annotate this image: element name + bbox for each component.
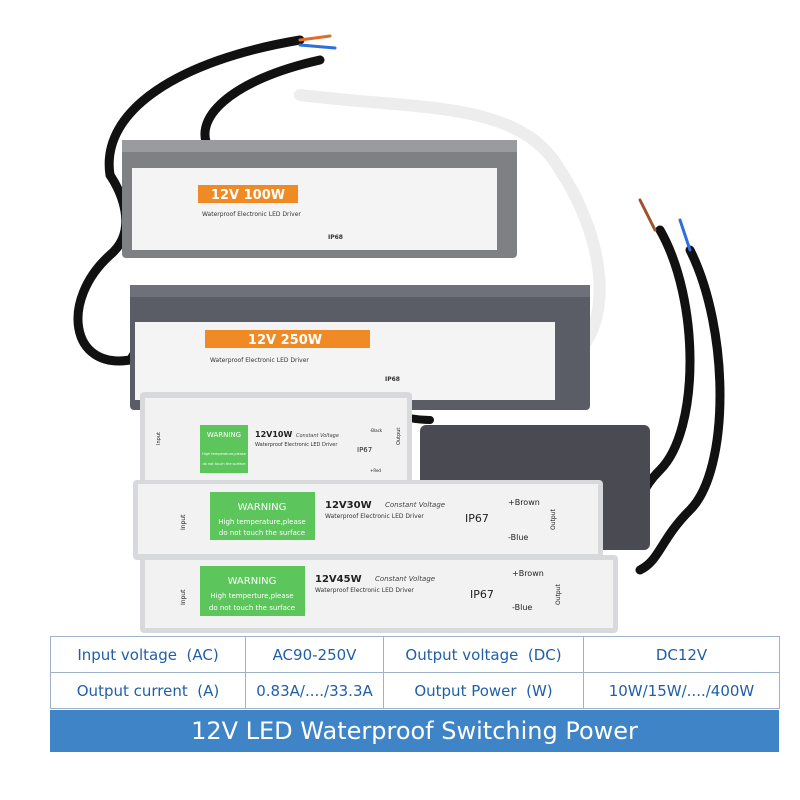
- driver-10w-warning: WARNING: [207, 431, 241, 439]
- driver-45w-subtitle: Waterproof Electronic LED Driver: [315, 587, 414, 594]
- driver-45w-warn2: do not touch the surface: [209, 604, 295, 612]
- driver-10w-input-label: Input: [156, 432, 162, 445]
- driver-45w-input-label: Input: [180, 589, 187, 605]
- driver-10w-output-label: Output: [396, 428, 402, 445]
- driver-10w-cert: IP67: [357, 446, 372, 454]
- driver-250w: 12V 250W Waterproof Electronic LED Drive…: [130, 285, 590, 410]
- driver-45w-warn1: High temperture,please: [210, 592, 293, 600]
- driver-10w: WARNING High temperature,please do not t…: [140, 392, 412, 487]
- table-row: Output current (A) 0.83A/..../33.3A Outp…: [50, 672, 780, 709]
- driver-30w-warn1: High temperature,please: [218, 518, 305, 526]
- driver-10w-warn1: High temperature,please: [202, 452, 246, 456]
- driver-10w-script: Constant Voltage: [296, 433, 339, 439]
- driver-30w-subtitle: Waterproof Electronic LED Driver: [325, 513, 424, 520]
- driver-10w-wire-neg: -Black: [370, 428, 383, 433]
- spec-label-output-voltage: Output voltage (DC): [383, 636, 584, 673]
- driver-45w: WARNING High temperture,please do not to…: [140, 555, 618, 633]
- spec-label-output-current: Output current (A): [50, 672, 246, 709]
- driver-45w-wire-neg: -Blue: [512, 603, 532, 612]
- driver-100w-title: 12V 100W: [211, 188, 285, 203]
- driver-30w-warn2: do not touch the surface: [219, 529, 305, 537]
- product-banner: 12V LED Waterproof Switching Power: [50, 710, 779, 752]
- driver-10w-subtitle: Waterproof Electronic LED Driver: [255, 442, 338, 448]
- driver-30w-output-label: Output: [550, 509, 557, 530]
- driver-100w-cert: IP68: [328, 234, 343, 241]
- driver-10w-wire-pos: +Red: [370, 468, 381, 473]
- driver-30w-input-label: Input: [180, 514, 187, 530]
- product-photo: 12V 100W Waterproof Electronic LED Drive…: [73, 34, 725, 633]
- driver-100w-subtitle: Waterproof Electronic LED Driver: [202, 211, 301, 218]
- driver-30w-script: Constant Voltage: [385, 501, 445, 509]
- driver-45w-output-label: Output: [555, 584, 562, 605]
- driver-10w-warn2: do not touch the surface: [202, 462, 245, 466]
- driver-250w-subtitle: Waterproof Electronic LED Driver: [210, 357, 309, 364]
- driver-45w-warning: WARNING: [228, 576, 277, 587]
- driver-45w-script: Constant Voltage: [375, 575, 435, 583]
- driver-250w-cert: IP68: [385, 376, 400, 383]
- spec-label-input-voltage: Input voltage (AC): [50, 636, 246, 673]
- driver-30w-wire-pos: +Brown: [508, 498, 540, 507]
- driver-45w-wire-pos: +Brown: [512, 569, 544, 578]
- spec-label-output-power: Output Power (W): [383, 672, 584, 709]
- driver-10w-title: 12V10W: [255, 430, 292, 439]
- driver-30w: WARNING High temperature,please do not t…: [133, 480, 603, 560]
- driver-250w-title: 12V 250W: [248, 333, 322, 348]
- spec-table: Input voltage (AC) AC90-250V Output volt…: [50, 636, 780, 709]
- driver-30w-wire-neg: -Blue: [508, 533, 528, 542]
- driver-100w: 12V 100W Waterproof Electronic LED Drive…: [122, 140, 517, 258]
- driver-30w-warning: WARNING: [238, 502, 287, 513]
- spec-value-output-voltage: DC12V: [583, 636, 780, 673]
- driver-30w-title: 12V30W: [325, 500, 372, 511]
- spec-value-output-current: 0.83A/..../33.3A: [245, 672, 384, 709]
- driver-45w-cert: IP67: [470, 588, 494, 601]
- driver-30w-cert: IP67: [465, 512, 489, 525]
- spec-value-input-voltage: AC90-250V: [245, 636, 384, 673]
- table-row: Input voltage (AC) AC90-250V Output volt…: [50, 636, 780, 673]
- driver-45w-title: 12V45W: [315, 574, 362, 585]
- spec-value-output-power: 10W/15W/..../400W: [583, 672, 780, 709]
